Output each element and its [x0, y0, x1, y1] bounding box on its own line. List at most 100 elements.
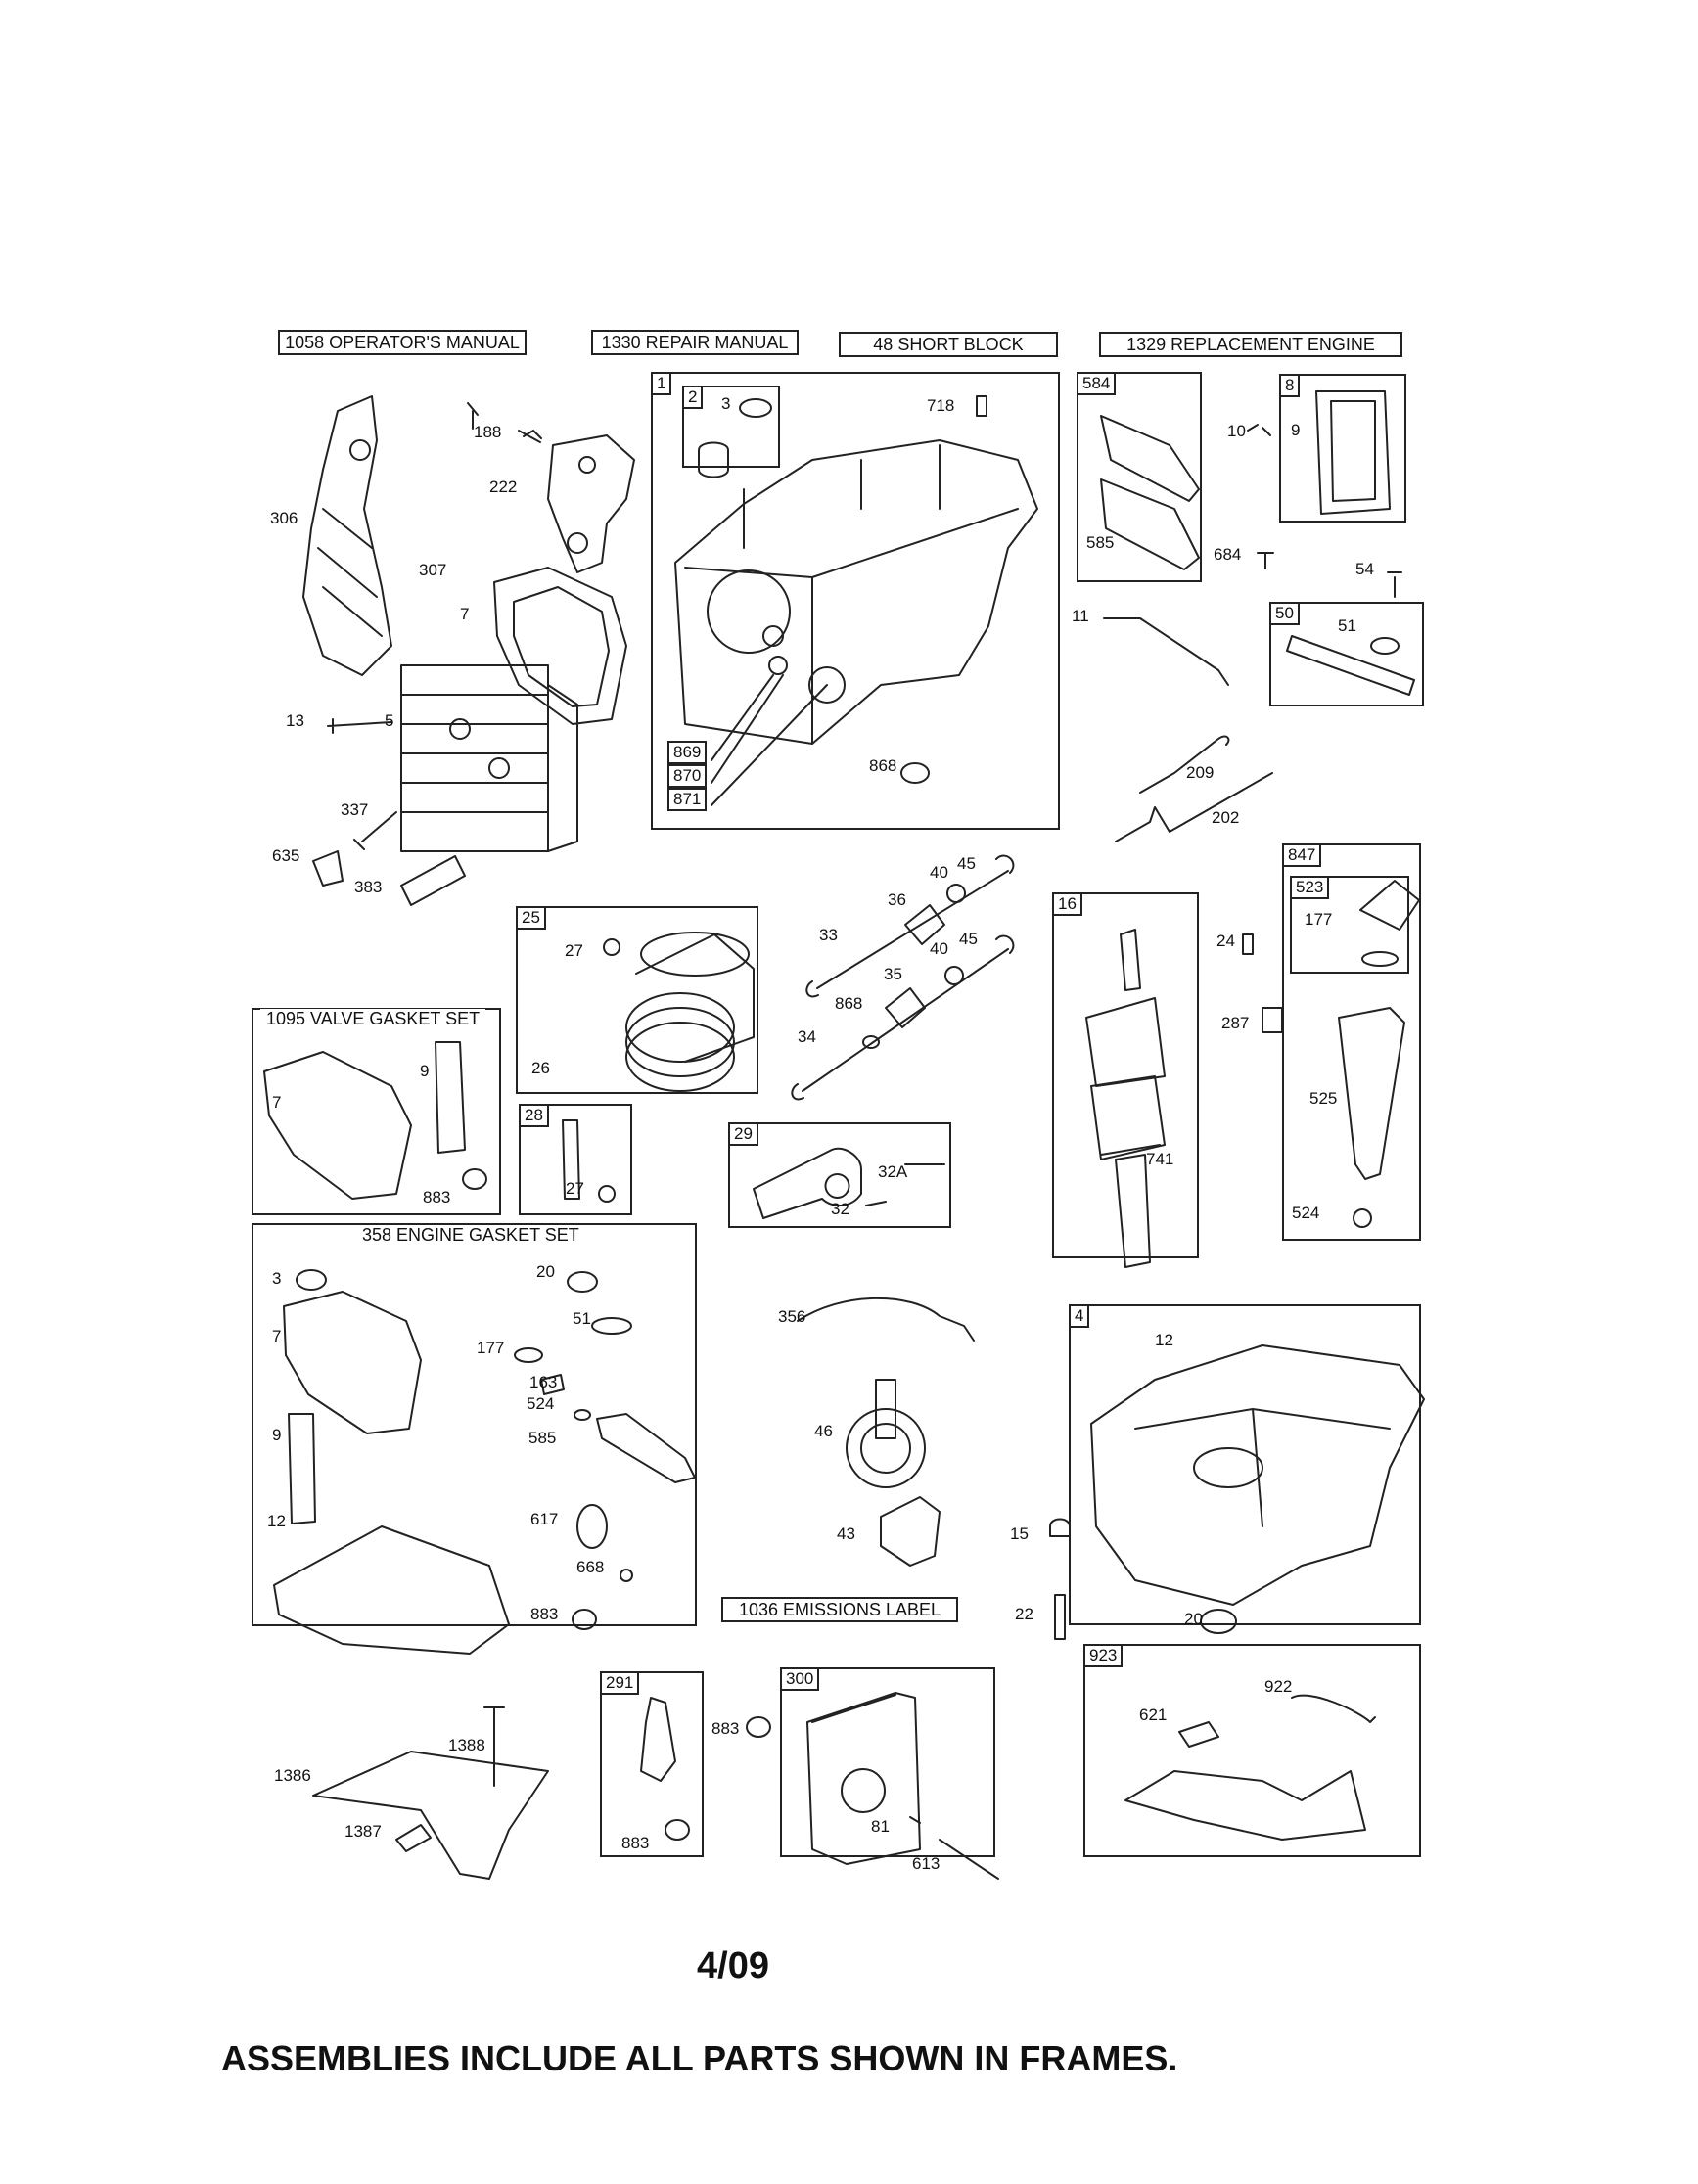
link-202-drawing [1115, 772, 1273, 842]
vgs-head-gasket-drawing [263, 1051, 412, 1200]
callout-33: 33 [819, 926, 838, 944]
rocker-bracket-drawing [518, 430, 635, 573]
egs-gasket-163-drawing [540, 1374, 565, 1395]
callout-922: 922 [1264, 1677, 1293, 1696]
callout-868a: 868 [869, 756, 897, 775]
adapter-635-drawing [312, 850, 344, 887]
keeper-40b-drawing [944, 966, 964, 985]
gasket-883c-drawing [665, 1819, 690, 1841]
replacement-engine-header: 1329 REPLACEMENT ENGINE [1099, 332, 1402, 357]
callout-40b: 40 [930, 939, 948, 958]
callout-9c: 9 [272, 1426, 282, 1444]
callout-613: 613 [912, 1854, 941, 1873]
seal-tag-869: 869 [667, 741, 708, 764]
egs-sump-gasket-drawing [273, 1525, 510, 1655]
callout-306: 306 [270, 509, 298, 527]
callout-35: 35 [884, 965, 902, 983]
callout-34: 34 [798, 1027, 816, 1046]
egs-seal-20-drawing [567, 1271, 598, 1293]
bolt-13-drawing [327, 718, 392, 734]
callout-1386: 1386 [274, 1766, 311, 1785]
dipstick-drawing [1338, 880, 1420, 1228]
seal-tag-871: 871 [667, 788, 708, 811]
callout-20a: 20 [536, 1262, 555, 1281]
callout-22: 22 [1015, 1605, 1033, 1623]
callout-222: 222 [489, 478, 518, 496]
callout-12b: 12 [1155, 1331, 1173, 1349]
callout-11: 11 [1072, 607, 1089, 625]
engine-gasket-set-title: 358 ENGINE GASKET SET [356, 1225, 585, 1245]
camshaft-46-drawing [846, 1379, 926, 1488]
egs-cover-gasket-drawing [288, 1413, 316, 1524]
control-bracket-frame [1083, 1644, 1421, 1857]
valve-34-drawing [791, 934, 1015, 1101]
callout-163: 163 [529, 1373, 558, 1391]
spring-35-drawing [885, 987, 926, 1028]
callout-1387: 1387 [344, 1822, 382, 1841]
spring-922-drawing [1291, 1694, 1376, 1723]
crankshaft-drawing [1085, 929, 1166, 1268]
callout-7c: 7 [272, 1327, 282, 1345]
callout-54: 54 [1355, 560, 1374, 578]
callout-20b: 20 [1184, 1610, 1203, 1628]
short-block-header: 48 SHORT BLOCK [839, 332, 1058, 357]
callout-525: 525 [1309, 1089, 1338, 1108]
vgs-cover-gasket-drawing [435, 1041, 466, 1154]
dipstick-tube-50-drawing [1286, 635, 1415, 696]
callout-287: 287 [1221, 1014, 1250, 1032]
callout-36: 36 [888, 890, 906, 909]
piston-pin-drawing [562, 1119, 580, 1200]
valve-cover-tag: 8 [1279, 374, 1301, 397]
callout-585b: 585 [528, 1429, 557, 1447]
callout-383: 383 [354, 878, 383, 896]
sump-tag: 4 [1069, 1304, 1090, 1328]
valve-cover-gasket-drawing [1315, 390, 1391, 515]
solenoid-drawing [640, 1697, 676, 1782]
callout-684: 684 [1214, 545, 1242, 564]
connecting-rod-drawing [753, 1147, 862, 1219]
dipstick-frame [1282, 843, 1421, 1241]
retainer-27-drawing [598, 1185, 616, 1203]
dipstick-tube-frame [1269, 602, 1424, 706]
screw-287-drawing [1262, 1007, 1283, 1033]
callout-27a: 27 [565, 941, 583, 960]
muffler-tag: 300 [780, 1667, 820, 1691]
callout-26: 26 [531, 1059, 550, 1077]
callout-3b: 3 [272, 1269, 282, 1288]
callout-51b: 51 [573, 1309, 591, 1328]
callout-51a: 51 [1338, 616, 1356, 635]
dipstick-tube-tag: 50 [1269, 602, 1300, 625]
muffler-drawing [806, 1692, 921, 1865]
solenoid-frame [600, 1671, 704, 1857]
tube-11-drawing [1103, 617, 1229, 686]
spring-36-drawing [904, 904, 945, 945]
piston-pin-frame [519, 1104, 632, 1215]
callout-883b: 883 [530, 1605, 559, 1623]
keeper-40a-drawing [946, 884, 966, 903]
callout-868b: 868 [835, 994, 863, 1013]
valve-cover-frame [1279, 374, 1406, 523]
callout-12a: 12 [267, 1512, 286, 1530]
callout-337: 337 [341, 800, 369, 819]
connecting-rod-tag: 29 [728, 1122, 758, 1146]
seal-leaders [711, 674, 828, 806]
seal-20b-drawing [1200, 1609, 1237, 1634]
blower-housing-drawing [302, 395, 392, 676]
callout-45b: 45 [959, 930, 978, 948]
piston-tag: 25 [516, 906, 546, 930]
egs-oring-617-drawing [576, 1504, 608, 1549]
control-bracket-tag: 923 [1083, 1644, 1124, 1667]
callout-209: 209 [1186, 763, 1215, 782]
screw-684-drawing [1257, 552, 1274, 569]
callout-883a: 883 [423, 1188, 451, 1206]
callout-741: 741 [1146, 1150, 1174, 1168]
callout-13: 13 [286, 711, 304, 730]
vgs-gasket-883-drawing [462, 1168, 487, 1190]
callout-524a: 524 [1292, 1204, 1320, 1222]
callout-668: 668 [576, 1558, 605, 1576]
callout-635: 635 [272, 846, 300, 865]
valve-gasket-set-frame [252, 1008, 501, 1215]
sleeve-frame [682, 386, 780, 468]
